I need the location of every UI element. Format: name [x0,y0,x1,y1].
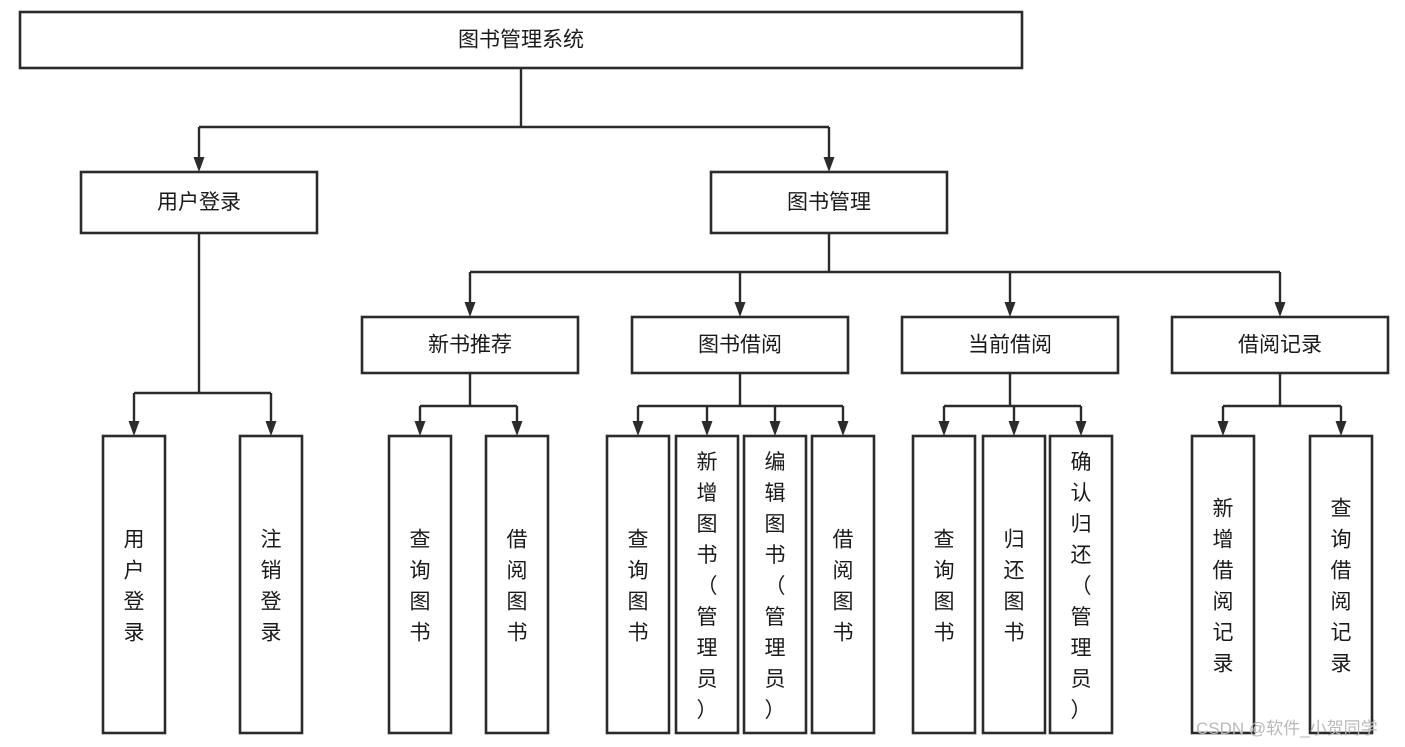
arrow-head-icon [1008,421,1020,436]
node-box-current-borrow [900,315,1120,375]
node-box-leaf-borrow-book-1 [484,434,550,735]
node-box-leaf-user-login [101,434,167,735]
node-box-book-borrow [630,315,850,375]
node-root[interactable]: 图书管理系统 [18,10,1024,70]
node-leaf-add-record[interactable]: 新增借阅记录 [1190,434,1256,735]
arrow-head-icon [823,157,835,172]
arrow-head-icon [632,421,644,436]
node-label-leaf-query-book-3: 查询图书 [934,529,955,645]
node-borrow-record[interactable]: 借阅记录 [1170,315,1390,375]
node-leaf-user-logout[interactable]: 注销登录 [238,434,304,735]
arrow-head-icon [1274,302,1286,317]
arrow-head-icon [511,421,523,436]
node-label-root: 图书管理系统 [458,29,584,52]
arrow-head-icon [1335,421,1347,436]
node-leaf-query-book-2[interactable]: 查询图书 [605,434,671,735]
node-leaf-borrow-book-1[interactable]: 借阅图书 [484,434,550,735]
node-label-leaf-user-login: 用户登录 [124,529,145,645]
node-leaf-return-book[interactable]: 归还图书 [981,434,1047,735]
node-box-root [18,10,1024,70]
node-box-leaf-return-book [981,434,1047,735]
node-label-book-manage: 图书管理 [787,191,871,214]
arrow-head-icon [938,421,950,436]
node-box-borrow-record [1170,315,1390,375]
node-label-leaf-return-book: 归还图书 [1004,529,1025,645]
node-label-leaf-query-book-1: 查询图书 [410,529,431,645]
node-box-leaf-add-book [674,434,740,735]
node-label-leaf-edit-book: 编辑图书（管理员） [765,451,786,722]
arrow-head-icon [769,421,781,436]
node-box-new-book-rec [360,315,580,375]
arrow-head-icon [193,157,205,172]
node-leaf-edit-book[interactable]: 编辑图书（管理员） [742,434,808,735]
arrow-head-icon [414,421,426,436]
node-current-borrow[interactable]: 当前借阅 [900,315,1120,375]
node-label-leaf-borrow-book-2: 借阅图书 [833,529,854,645]
node-box-leaf-confirm-return [1048,434,1114,735]
arrow-head-icon [734,302,746,317]
node-layer: 图书管理系统用户登录图书管理新书推荐图书借阅当前借阅借阅记录用户登录注销登录查询… [18,10,1390,735]
node-leaf-query-book-1[interactable]: 查询图书 [387,434,453,735]
node-label-leaf-borrow-book-1: 借阅图书 [507,529,528,645]
node-label-new-book-rec: 新书推荐 [428,334,512,357]
node-user-login[interactable]: 用户登录 [79,170,319,235]
node-label-current-borrow: 当前借阅 [968,334,1052,357]
node-box-leaf-borrow-book-2 [810,434,876,735]
node-label-book-borrow: 图书借阅 [698,334,782,357]
node-box-leaf-add-record [1190,434,1256,735]
arrow-head-icon [1075,421,1087,436]
node-leaf-query-record[interactable]: 查询借阅记录 [1308,434,1374,735]
csdn-watermark: CSDN @软件_小贺同学 [1196,719,1378,738]
node-book-manage[interactable]: 图书管理 [709,170,949,235]
node-box-leaf-edit-book [742,434,808,735]
node-leaf-user-login[interactable]: 用户登录 [101,434,167,735]
node-label-leaf-add-book: 新增图书（管理员） [697,451,718,722]
arrow-head-icon [464,302,476,317]
node-box-leaf-query-record [1308,434,1374,735]
node-new-book-rec[interactable]: 新书推荐 [360,315,580,375]
node-book-borrow[interactable]: 图书借阅 [630,315,850,375]
arrow-head-icon [1004,302,1016,317]
node-box-leaf-query-book-2 [605,434,671,735]
node-label-leaf-query-record: 查询借阅记录 [1331,498,1352,676]
arrow-head-icon [265,421,277,436]
node-leaf-confirm-return[interactable]: 确认归还（管理员） [1048,434,1114,735]
node-box-leaf-user-logout [238,434,304,735]
node-label-borrow-record: 借阅记录 [1238,334,1322,357]
connector-layer [128,68,1347,436]
node-leaf-query-book-3[interactable]: 查询图书 [911,434,977,735]
node-label-leaf-user-logout: 注销登录 [261,529,282,645]
node-leaf-add-book[interactable]: 新增图书（管理员） [674,434,740,735]
arrow-head-icon [701,421,713,436]
node-box-leaf-query-book-3 [911,434,977,735]
node-label-user-login: 用户登录 [157,191,241,214]
node-label-leaf-add-record: 新增借阅记录 [1213,498,1234,676]
arrow-head-icon [1217,421,1229,436]
node-label-leaf-confirm-return: 确认归还（管理员） [1071,451,1092,722]
node-box-leaf-query-book-1 [387,434,453,735]
node-box-book-manage [709,170,949,235]
arrow-head-icon [128,421,140,436]
node-label-leaf-query-book-2: 查询图书 [628,529,649,645]
arrow-head-icon [837,421,849,436]
node-leaf-borrow-book-2[interactable]: 借阅图书 [810,434,876,735]
node-box-user-login [79,170,319,235]
